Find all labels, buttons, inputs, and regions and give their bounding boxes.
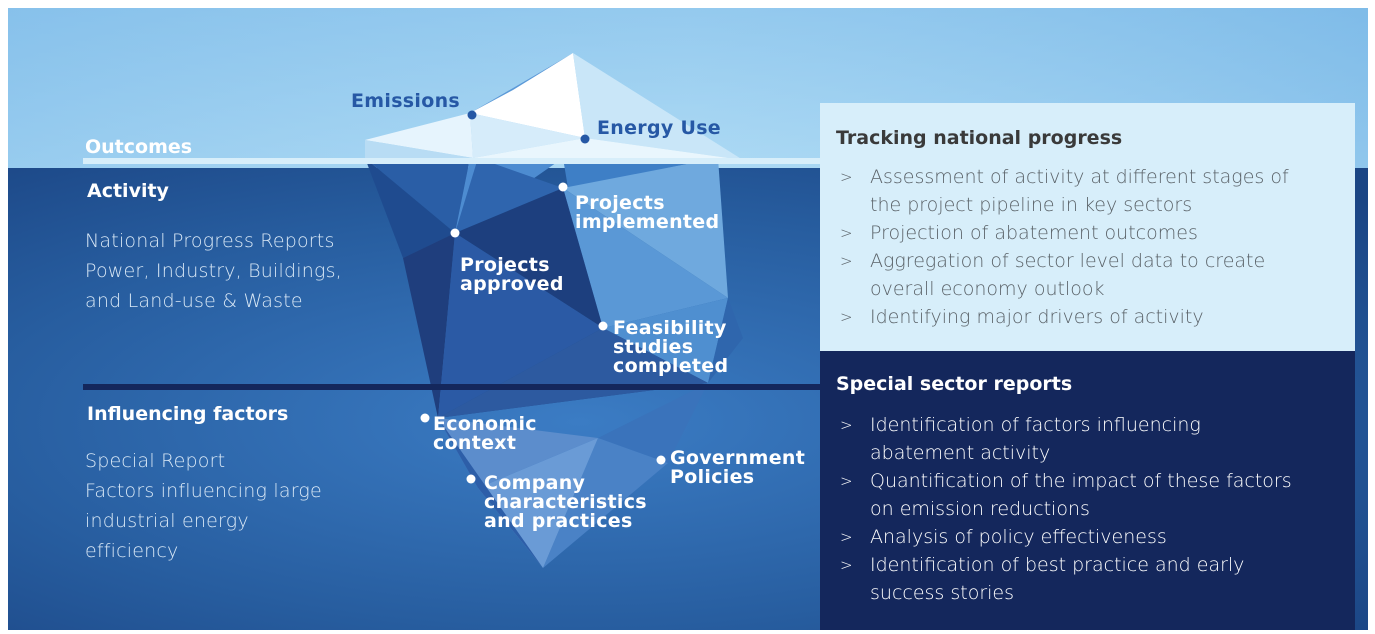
influencing-factors-title: Influencing factors [87, 403, 289, 425]
chevron-right-icon: > [840, 252, 853, 270]
water-line [83, 158, 828, 164]
activity-description: National Progress Reports Power, Industr… [85, 226, 405, 316]
outcomes-label: Outcomes [85, 136, 193, 158]
government-policies-label: Government Policies [670, 447, 806, 488]
energy-use-dot [580, 134, 590, 144]
list-item: >Identifying major drivers of activity [836, 303, 1345, 331]
tracking-panel: Tracking national progress >Assessment o… [820, 103, 1355, 351]
influencing-factors-description: Special Report Factors influencing large… [85, 446, 405, 566]
list-item: >Analysis of policy effectiveness [836, 523, 1345, 551]
chevron-right-icon: > [840, 472, 853, 490]
list-item: >Identification of best practice and ear… [836, 551, 1345, 607]
chevron-right-icon: > [840, 308, 853, 326]
projects-implemented-dot [558, 182, 568, 192]
list-item: >Aggregation of sector level data to cre… [836, 247, 1345, 303]
chevron-right-icon: > [840, 224, 853, 242]
factors-line: efficiency [85, 540, 179, 562]
special-reports-panel: Special sector reports >Identification o… [820, 351, 1355, 630]
list-item: >Assessment of activity at different sta… [836, 163, 1345, 219]
marker-dots [420, 110, 666, 484]
company-dot [466, 474, 476, 484]
tracking-list: >Assessment of activity at different sta… [836, 163, 1345, 331]
projects-approved-label: Projects approved [460, 254, 564, 295]
activity-line: and Land-use & Waste [85, 290, 303, 312]
feasibility-dot [598, 321, 608, 331]
energy-use-label: Energy Use [597, 117, 721, 139]
chevron-right-icon: > [840, 556, 853, 574]
iceberg-diagram: Outcomes Activity National Progress Repo… [8, 8, 1368, 630]
feasibility-label: Feasibility studies completed [613, 317, 729, 377]
company-label: Company characteristics and practices [484, 472, 647, 532]
iceberg-body [365, 158, 743, 568]
special-reports-title: Special sector reports [836, 373, 1073, 395]
chevron-right-icon: > [840, 416, 853, 434]
iceberg-tip [365, 53, 743, 160]
activity-line: National Progress Reports [85, 230, 335, 252]
government-dot [656, 455, 666, 465]
tracking-title: Tracking national progress [836, 127, 1123, 149]
factors-line: industrial energy [85, 510, 249, 532]
factors-divider [83, 384, 828, 390]
chevron-right-icon: > [840, 528, 853, 546]
list-item: >Projection of abatement outcomes [836, 219, 1345, 247]
factors-line: Factors influencing large [85, 480, 322, 502]
projects-approved-dot [450, 228, 460, 238]
economic-dot [420, 413, 430, 423]
list-item: >Quantification of the impact of these f… [836, 467, 1345, 523]
emissions-dot [467, 110, 477, 120]
projects-implemented-label: Projects implemented [575, 192, 720, 233]
activity-title: Activity [87, 180, 169, 202]
chevron-right-icon: > [840, 168, 853, 186]
activity-line: Power, Industry, Buildings, [85, 260, 342, 282]
economic-context-label: Economic context [433, 413, 537, 454]
factors-line: Special Report [85, 450, 226, 472]
emissions-label: Emissions [351, 90, 461, 112]
